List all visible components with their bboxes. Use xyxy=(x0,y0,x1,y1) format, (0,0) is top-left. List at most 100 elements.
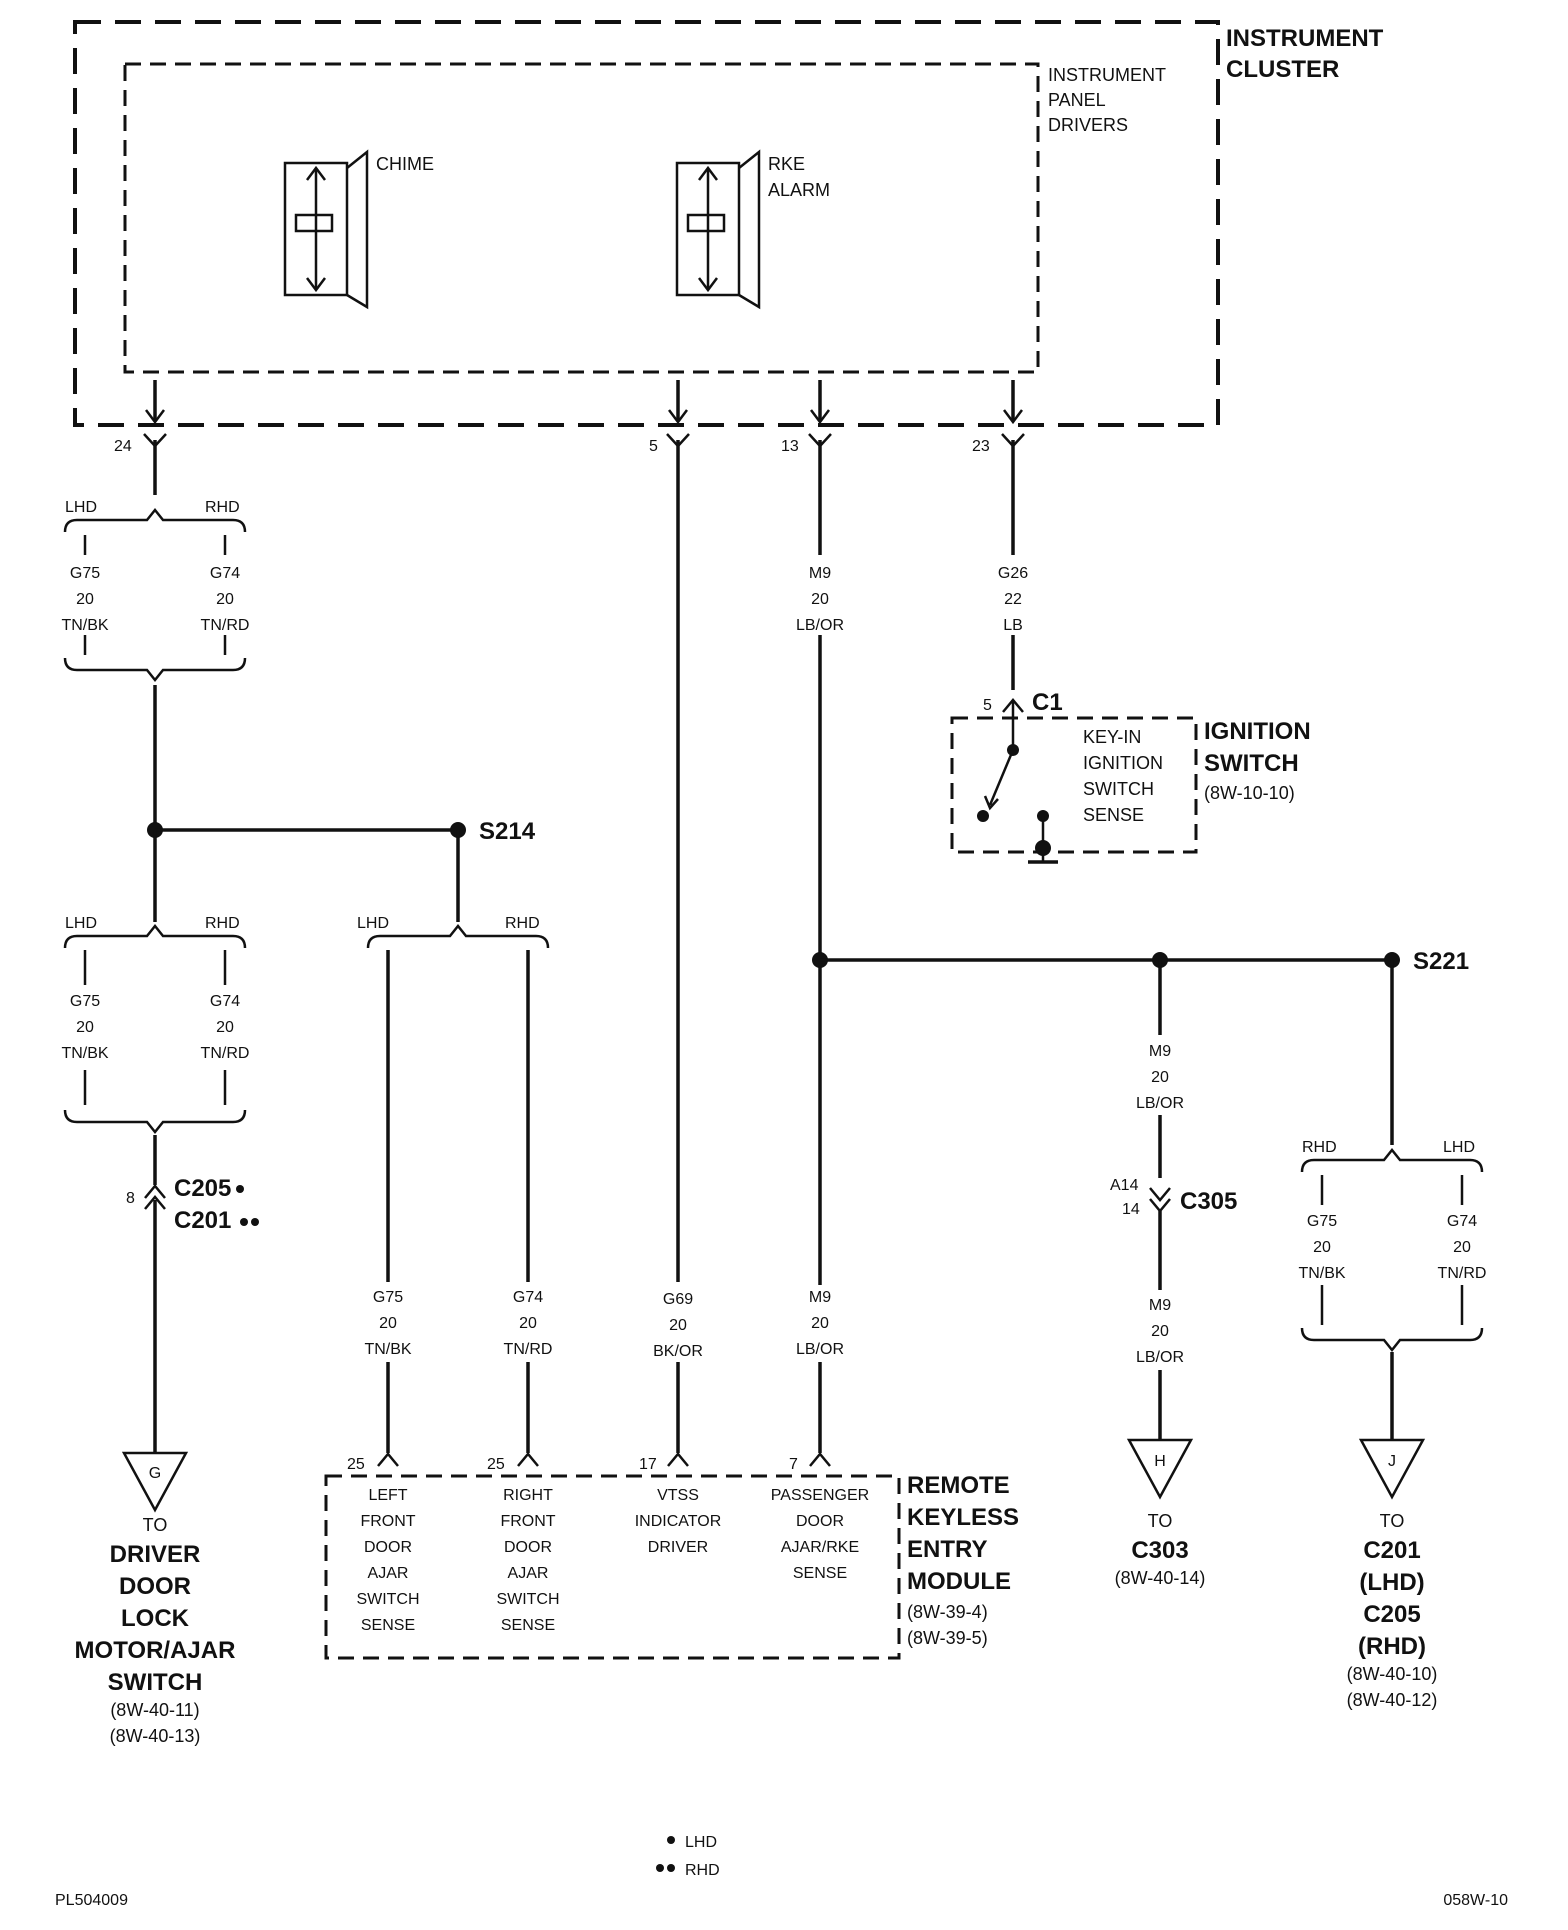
ignition-label-4: SENSE xyxy=(1083,805,1144,825)
wire-gauge: 20 xyxy=(1151,1323,1169,1340)
svg-text:TO: TO xyxy=(1380,1511,1405,1531)
svg-text:(8W-39-5): (8W-39-5) xyxy=(907,1628,988,1648)
lhd-dot-icon xyxy=(236,1185,244,1193)
rke-pin: 17 xyxy=(639,1456,657,1473)
svg-text:KEYLESS: KEYLESS xyxy=(907,1504,1019,1531)
svg-text:(8W-39-4): (8W-39-4) xyxy=(907,1602,988,1622)
footer-left-code: PL504009 xyxy=(55,1892,128,1909)
wire-code: G75 xyxy=(1307,1213,1337,1230)
chime-speaker-icon xyxy=(283,149,369,310)
svg-text:DOOR: DOOR xyxy=(119,1573,191,1600)
svg-text:C303: C303 xyxy=(1131,1537,1188,1564)
svg-text:(8W-40-12): (8W-40-12) xyxy=(1347,1690,1438,1710)
wire-gauge: 20 xyxy=(216,591,234,608)
instrument-cluster-title: INSTRUMENT xyxy=(1226,25,1384,52)
rke-module-box xyxy=(324,1474,901,1660)
wire-code: G74 xyxy=(210,993,240,1010)
wire-code: G74 xyxy=(210,565,240,582)
pin-connector-24 xyxy=(143,380,167,495)
svg-text:DRIVER: DRIVER xyxy=(648,1539,708,1556)
wire-gauge: 20 xyxy=(1313,1239,1331,1256)
c305-pin-2: 14 xyxy=(1122,1201,1140,1218)
svg-text:(8W-40-14): (8W-40-14) xyxy=(1115,1568,1206,1588)
svg-text:SWITCH: SWITCH xyxy=(356,1591,419,1608)
rhd-dot-icon xyxy=(251,1218,259,1226)
instrument-cluster-title-2: CLUSTER xyxy=(1226,56,1339,83)
lhd-dot-icon xyxy=(667,1836,675,1844)
svg-text:MODULE: MODULE xyxy=(907,1568,1011,1595)
wire-code: G26 xyxy=(998,565,1028,582)
wire-code: G74 xyxy=(1447,1213,1477,1230)
svg-text:REMOTE: REMOTE xyxy=(907,1472,1010,1499)
legend: LHD RHD xyxy=(656,1834,720,1879)
pin-connector-23 xyxy=(1001,380,1025,690)
wire-color: TN/RD xyxy=(201,617,250,634)
wire-code: G69 xyxy=(663,1291,693,1308)
c205-label: C205 xyxy=(174,1175,231,1202)
wire-gauge: 20 xyxy=(669,1317,687,1334)
svg-text:SENSE: SENSE xyxy=(793,1565,847,1582)
ignition-switch-ref: (8W-10-10) xyxy=(1204,783,1295,803)
wire-code: M9 xyxy=(809,1289,831,1306)
connector-c305 xyxy=(1149,1187,1171,1440)
splice-s214 xyxy=(147,822,466,922)
svg-text:AJAR: AJAR xyxy=(508,1565,549,1582)
wire-color: TN/RD xyxy=(504,1341,553,1358)
ignition-connector-c1-label: C1 xyxy=(1032,689,1063,716)
wire-color: TN/BK xyxy=(364,1341,411,1358)
pin-connector-13 xyxy=(808,380,832,1285)
svg-text:(8W-40-13): (8W-40-13) xyxy=(110,1726,201,1746)
terminal-g: G TO DRIVER DOOR LOCK MOTOR/AJAR SWITCH … xyxy=(75,1451,235,1746)
wire-code: G75 xyxy=(70,993,100,1010)
split-mid-rhd: RHD xyxy=(205,915,240,932)
wire-color: TN/BK xyxy=(1298,1265,1345,1282)
legend-rhd: RHD xyxy=(685,1862,720,1879)
c305-label: C305 xyxy=(1180,1188,1237,1215)
rke-input-connectors xyxy=(377,1452,831,1467)
ignition-connector-c1 xyxy=(1002,698,1024,748)
ignition-switch-title: IGNITION xyxy=(1204,718,1311,745)
drivers-label-1: INSTRUMENT xyxy=(1048,65,1166,85)
svg-text:DOOR: DOOR xyxy=(796,1513,844,1530)
terminal-j: J TO C201 (LHD) C205 (RHD) (8W-40-10) (8… xyxy=(1347,1438,1438,1710)
svg-text:INDICATOR: INDICATOR xyxy=(635,1513,722,1530)
chime-label: CHIME xyxy=(376,154,434,174)
wire-code: G75 xyxy=(373,1289,403,1306)
wire-color: BK/OR xyxy=(653,1343,703,1360)
svg-text:PASSENGER: PASSENGER xyxy=(771,1487,869,1504)
svg-text:FRONT: FRONT xyxy=(360,1513,415,1530)
c305-pin-1: A14 xyxy=(1110,1177,1139,1194)
rke-alarm-speaker-icon xyxy=(675,149,761,310)
pin-23: 23 xyxy=(972,438,990,455)
wire-gauge: 20 xyxy=(519,1315,537,1332)
wire-color: TN/RD xyxy=(201,1045,250,1062)
svg-text:AJAR/RKE: AJAR/RKE xyxy=(781,1539,859,1556)
svg-text:SWITCH: SWITCH xyxy=(496,1591,559,1608)
wire-gauge: 20 xyxy=(1453,1239,1471,1256)
pin-5: 5 xyxy=(649,438,658,455)
split-top-lhd: LHD xyxy=(65,499,97,516)
ignition-label-2: IGNITION xyxy=(1083,753,1163,773)
instrument-cluster-box xyxy=(73,20,1220,427)
svg-text:DOOR: DOOR xyxy=(504,1539,552,1556)
wire-gauge: 22 xyxy=(1004,591,1022,608)
svg-text:SENSE: SENSE xyxy=(361,1617,415,1634)
wire-color: TN/BK xyxy=(61,617,108,634)
svg-text:LEFT: LEFT xyxy=(368,1487,407,1504)
svg-text:TO: TO xyxy=(143,1515,168,1535)
wire-gauge: 20 xyxy=(811,591,829,608)
svg-text:(LHD): (LHD) xyxy=(1359,1569,1424,1596)
wire-code: G75 xyxy=(70,565,100,582)
rke-right-front-label: RIGHT FRONT DOOR AJAR SWITCH SENSE xyxy=(496,1487,559,1634)
ignition-switch-box xyxy=(950,716,1198,854)
rke-left-front-label: LEFT FRONT DOOR AJAR SWITCH SENSE xyxy=(356,1487,419,1634)
svg-text:H: H xyxy=(1154,1453,1166,1470)
pin-24: 24 xyxy=(114,438,132,455)
svg-text:VTSS: VTSS xyxy=(657,1487,699,1504)
svg-text:SENSE: SENSE xyxy=(501,1617,555,1634)
split-right-lhd: LHD xyxy=(1443,1139,1475,1156)
split-mid-lhd: LHD xyxy=(65,915,97,932)
c201-label: C201 xyxy=(174,1207,231,1234)
wire-code: G74 xyxy=(513,1289,543,1306)
